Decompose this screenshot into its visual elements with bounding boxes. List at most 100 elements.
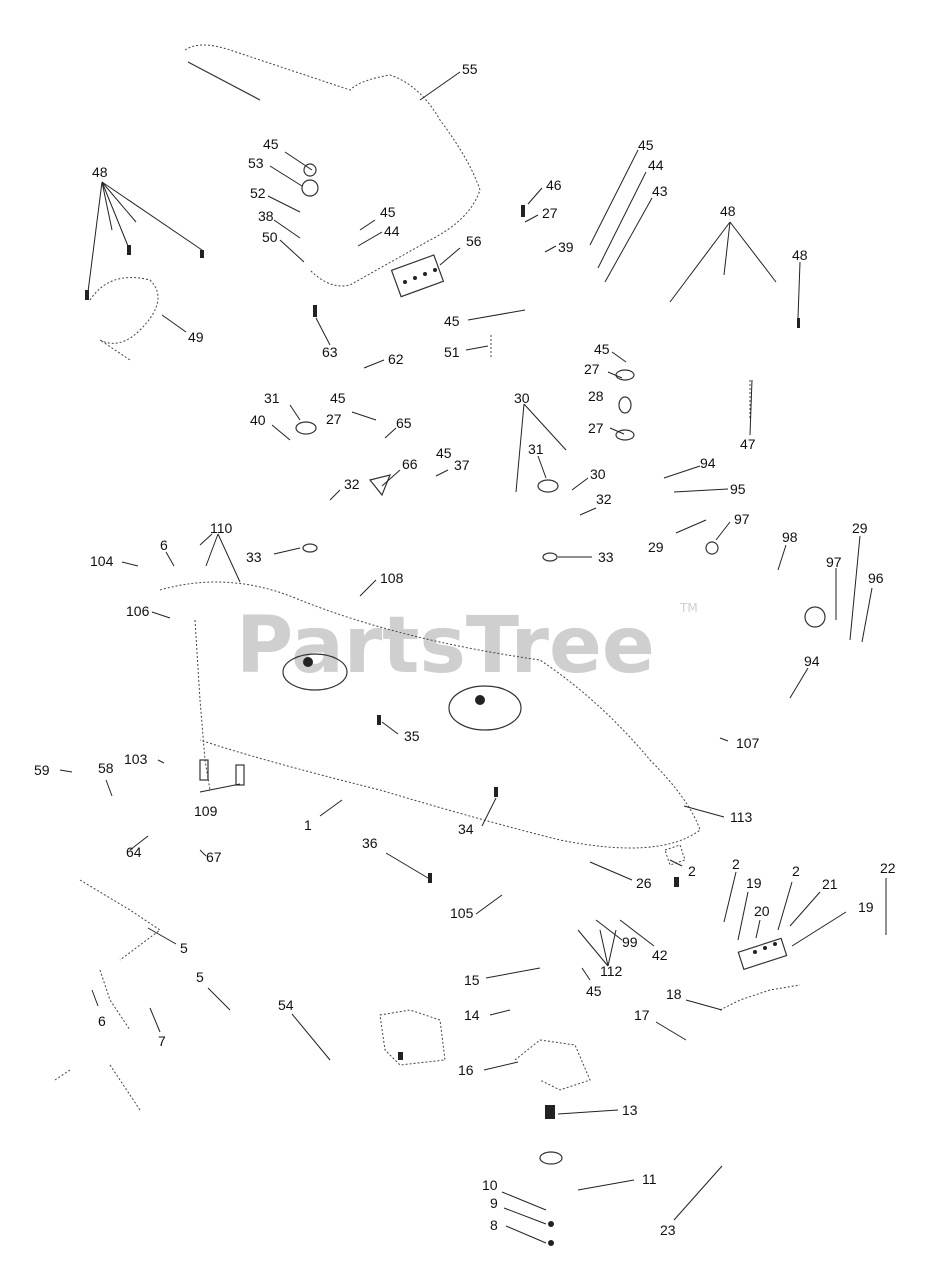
callout-53: 53	[248, 155, 264, 171]
callout-20: 20	[754, 903, 770, 919]
callout-107: 107	[736, 735, 760, 751]
callout-40: 40	[250, 412, 266, 428]
callout-27: 27	[588, 420, 604, 436]
callout-42: 42	[652, 947, 668, 963]
callout-65: 65	[396, 415, 412, 431]
callout-58: 58	[98, 760, 114, 776]
callout-103: 103	[124, 751, 148, 767]
callout-48: 48	[92, 164, 108, 180]
callout-33: 33	[598, 549, 614, 565]
callout-48: 48	[720, 203, 736, 219]
callout-26: 26	[636, 875, 652, 891]
callout-6: 6	[160, 537, 168, 553]
callout-36: 36	[362, 835, 378, 851]
callout-34: 34	[458, 821, 474, 837]
link-parts	[54, 1064, 141, 1111]
rod-18	[719, 984, 801, 1011]
leader-lines	[59, 71, 887, 1244]
callout-29: 29	[648, 539, 664, 555]
callout-45: 45	[444, 313, 460, 329]
callout-59: 59	[34, 762, 50, 778]
callout-6: 6	[98, 1013, 106, 1029]
shaft-hole	[753, 950, 757, 954]
callout-1: 1	[304, 817, 312, 833]
callout-94: 94	[700, 455, 716, 471]
callout-28: 28	[588, 388, 604, 404]
callout-105: 105	[450, 905, 474, 921]
callout-32: 32	[596, 491, 612, 507]
callout-45: 45	[330, 390, 346, 406]
callout-38: 38	[258, 208, 274, 224]
callout-30: 30	[514, 390, 530, 406]
bracket-109	[235, 764, 245, 786]
seat-edge	[187, 61, 261, 101]
callout-8: 8	[490, 1217, 498, 1233]
belt-guard-17	[514, 1039, 591, 1091]
callout-33: 33	[246, 549, 262, 565]
callout-16: 16	[458, 1062, 474, 1078]
watermark-trademark: TM	[679, 601, 698, 615]
seat-plate	[390, 254, 445, 298]
callout-29: 29	[852, 520, 868, 536]
callout-55: 55	[462, 61, 478, 77]
bracket-assembly-14	[379, 1009, 446, 1066]
callout-31: 31	[264, 390, 280, 406]
callout-51: 51	[444, 344, 460, 360]
callout-10: 10	[482, 1177, 498, 1193]
callout-5: 5	[180, 940, 188, 956]
callout-31: 31	[528, 441, 544, 457]
callout-49: 49	[188, 329, 204, 345]
callout-47: 47	[740, 436, 756, 452]
callout-56: 56	[466, 233, 482, 249]
watermark-text: PartsTree	[236, 601, 655, 691]
callout-52: 52	[250, 185, 266, 201]
pulley-31	[295, 421, 317, 435]
washer-33	[302, 543, 318, 553]
seat-plate-hole	[403, 280, 407, 284]
idler-pulley-97	[705, 541, 719, 555]
bolt	[797, 318, 800, 328]
washer	[615, 369, 635, 381]
bracket-66	[368, 474, 391, 497]
bracket-2	[664, 844, 686, 866]
callout-66: 66	[402, 456, 418, 472]
callout-27: 27	[584, 361, 600, 377]
washer	[615, 429, 635, 441]
bracket-103	[199, 759, 209, 781]
callout-35: 35	[404, 728, 420, 744]
pulley-11	[539, 1151, 563, 1165]
callout-43: 43	[652, 183, 668, 199]
bolt-34	[494, 787, 498, 797]
washer-33b	[542, 552, 558, 562]
seat-plate-hole	[433, 268, 437, 272]
callout-110: 110	[210, 520, 233, 536]
callout-2: 2	[688, 863, 696, 879]
bolt	[398, 1052, 403, 1060]
deck-left-edge	[194, 619, 211, 791]
spindle-pulley-center	[448, 685, 522, 731]
bolt	[200, 250, 204, 258]
callout-44: 44	[648, 157, 664, 173]
callout-18: 18	[666, 986, 682, 1002]
arm-5	[79, 879, 161, 961]
callout-labels: 55 45 53 52 38 50 45 44 48 49 63 62 56 4…	[34, 61, 896, 1238]
callout-99: 99	[622, 934, 638, 950]
callout-21: 21	[822, 876, 838, 892]
callout-7: 7	[158, 1033, 166, 1049]
bolt	[85, 290, 89, 300]
bracket-49	[89, 277, 159, 361]
callout-108: 108	[380, 570, 404, 586]
callout-109: 109	[194, 803, 218, 819]
callout-104: 104	[90, 553, 114, 569]
washer	[301, 179, 319, 197]
callout-67: 67	[206, 849, 222, 865]
bolt-36	[428, 873, 432, 883]
callout-54: 54	[278, 997, 294, 1013]
callout-45: 45	[436, 445, 452, 461]
callout-11: 11	[642, 1171, 657, 1187]
shaft-hole	[763, 946, 767, 950]
callout-64: 64	[126, 844, 142, 860]
callout-63: 63	[322, 344, 338, 360]
callout-97: 97	[826, 554, 842, 570]
callout-2: 2	[732, 856, 740, 872]
